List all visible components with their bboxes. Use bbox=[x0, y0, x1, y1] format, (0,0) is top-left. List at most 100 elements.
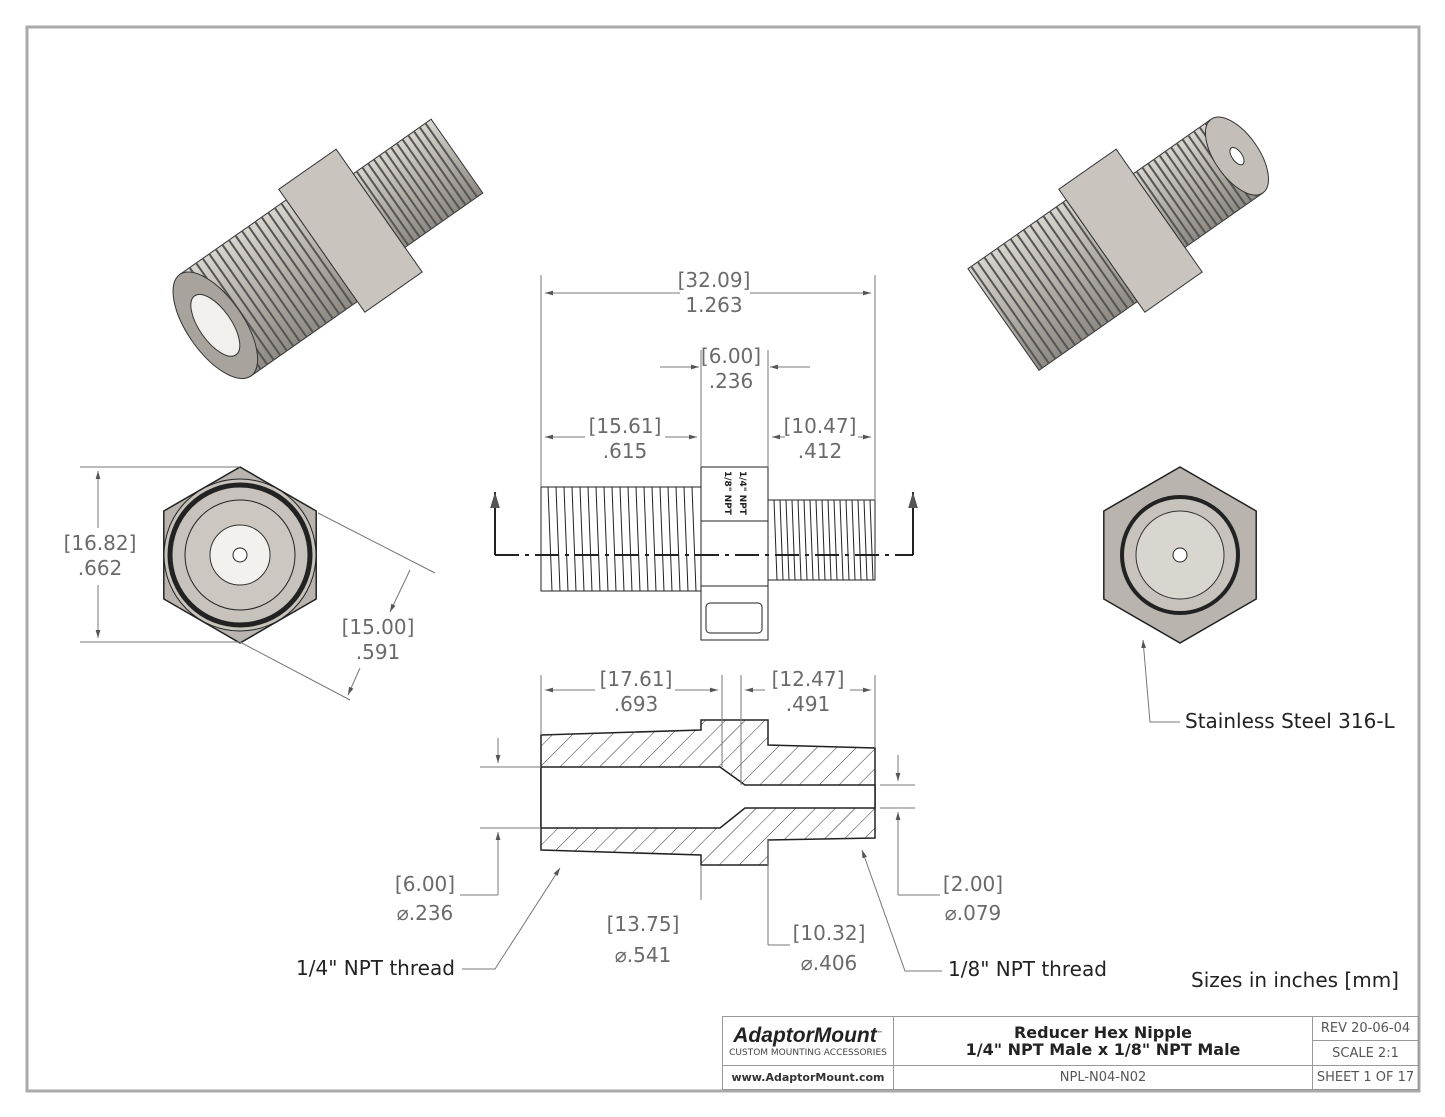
thread-line bbox=[851, 499, 856, 581]
thread-line bbox=[1055, 206, 1129, 309]
dim-hex-width: [6.00].236 bbox=[700, 344, 762, 393]
thread-line bbox=[996, 247, 1070, 351]
thread-line bbox=[563, 486, 569, 592]
thread-line bbox=[547, 486, 553, 592]
thread-line bbox=[254, 221, 328, 324]
thread-line bbox=[785, 499, 790, 581]
thread-line bbox=[990, 252, 1063, 355]
thread-line bbox=[857, 499, 862, 581]
dim-eighth-thread-dia: [10.32]⌀.406 bbox=[792, 921, 866, 975]
thread-line bbox=[413, 130, 467, 206]
thread-line bbox=[367, 162, 421, 238]
thread-line bbox=[635, 486, 641, 592]
thread-line bbox=[1029, 224, 1103, 328]
thread-line bbox=[627, 486, 633, 592]
sheet-number: SHEET 1 OF 17 bbox=[1312, 1065, 1419, 1090]
title-line1: Reducer Hex Nipple bbox=[1013, 1023, 1193, 1042]
thread-line bbox=[970, 265, 1044, 369]
thread-line bbox=[1141, 166, 1195, 242]
thread-line bbox=[803, 499, 808, 581]
revision: REV 20-06-04 bbox=[1312, 1016, 1419, 1041]
thread-line bbox=[228, 239, 301, 343]
callout-material: Stainless Steel 316-L bbox=[1185, 709, 1395, 733]
thread-line bbox=[869, 499, 874, 581]
trademark: ™ bbox=[876, 1030, 883, 1038]
thread-line bbox=[1003, 242, 1076, 346]
thread-line bbox=[241, 230, 314, 334]
thread-line bbox=[1170, 146, 1224, 222]
thread-line bbox=[863, 499, 868, 581]
thread-line bbox=[395, 142, 450, 218]
thread-line bbox=[234, 234, 308, 338]
thread-line bbox=[424, 122, 478, 198]
thread-line bbox=[845, 499, 850, 581]
title-cell: Reducer Hex Nipple 1/4" NPT Male x 1/8" … bbox=[893, 1016, 1313, 1066]
website-link[interactable]: www.AdaptorMount.com bbox=[722, 1065, 894, 1090]
thread-line bbox=[1135, 170, 1190, 246]
brand-tagline: CUSTOM MOUNTING ACCESSORIES bbox=[729, 1048, 887, 1058]
thread-line bbox=[603, 486, 609, 592]
units-note: Sizes in inches [mm] bbox=[1191, 968, 1399, 992]
thread-line bbox=[976, 261, 1050, 365]
thread-line bbox=[839, 499, 844, 581]
thread-line bbox=[779, 499, 784, 581]
thread-line bbox=[221, 244, 295, 347]
thread-line bbox=[643, 486, 649, 592]
thread-line bbox=[418, 126, 473, 202]
thread-line bbox=[401, 138, 455, 214]
thread-line bbox=[361, 166, 415, 242]
thread-line bbox=[833, 499, 838, 581]
dim-small-bore-dia: [2.00]⌀.079 bbox=[942, 872, 1004, 925]
thread-line bbox=[1187, 134, 1241, 210]
thread-line bbox=[773, 499, 778, 581]
thread-line bbox=[579, 486, 585, 592]
hex-marking-line1: 1/4" NPT bbox=[737, 471, 747, 515]
thread-line bbox=[587, 486, 593, 592]
thread-line bbox=[1175, 142, 1230, 218]
isometric-view-right bbox=[967, 116, 1269, 372]
thread-line bbox=[247, 225, 321, 329]
thread-line bbox=[208, 253, 282, 357]
thread-line bbox=[1181, 138, 1235, 214]
thread-line bbox=[1042, 215, 1116, 319]
sheet-border bbox=[25, 25, 1421, 1093]
thread-line bbox=[267, 211, 341, 315]
dim-hex-across-corners: [16.82].662 bbox=[63, 531, 137, 580]
thread-line bbox=[555, 486, 561, 592]
thread-line bbox=[378, 154, 432, 230]
hex-marking: 1/4" NPT 1/8" NPT bbox=[706, 466, 762, 520]
thread-line bbox=[619, 486, 625, 592]
thread-line bbox=[809, 499, 814, 581]
thread-line bbox=[675, 486, 681, 592]
front-view bbox=[490, 466, 918, 641]
hex-marking-line2: 1/8" NPT bbox=[722, 471, 732, 515]
thread-line bbox=[1062, 201, 1135, 305]
dim-quarter-thread-length: [15.61].615 bbox=[588, 414, 662, 463]
thread-line bbox=[791, 499, 796, 581]
thread-line bbox=[983, 256, 1057, 360]
thread-line bbox=[821, 499, 826, 581]
brand-logo: AdaptorMount bbox=[733, 1024, 877, 1047]
dim-small-bore-depth: [12.47].491 bbox=[771, 667, 845, 716]
thread-line bbox=[372, 158, 427, 234]
thread-line bbox=[1147, 162, 1201, 238]
thread-line bbox=[273, 207, 347, 311]
end-view-left bbox=[163, 466, 317, 644]
dim-large-bore-dia: [6.00]⌀.236 bbox=[394, 872, 456, 925]
thread-line bbox=[407, 134, 461, 210]
thread-line bbox=[595, 486, 601, 592]
dimension-lines bbox=[80, 275, 1180, 972]
thread-line bbox=[214, 248, 288, 352]
thread-line bbox=[1164, 150, 1218, 226]
thread-line bbox=[1022, 229, 1096, 332]
thread-line bbox=[571, 486, 577, 592]
section-view bbox=[540, 719, 876, 866]
brand-cell: AdaptorMount™ CUSTOM MOUNTING ACCESSORIE… bbox=[722, 1016, 894, 1066]
scale: SCALE 2:1 bbox=[1312, 1040, 1419, 1066]
thread-line bbox=[260, 216, 334, 320]
thread-line bbox=[1049, 210, 1122, 314]
callout-quarter-thread: 1/4" NPT thread bbox=[296, 956, 455, 980]
thread-line bbox=[683, 486, 689, 592]
thread-line bbox=[827, 499, 832, 581]
isometric-view-left bbox=[172, 118, 484, 380]
